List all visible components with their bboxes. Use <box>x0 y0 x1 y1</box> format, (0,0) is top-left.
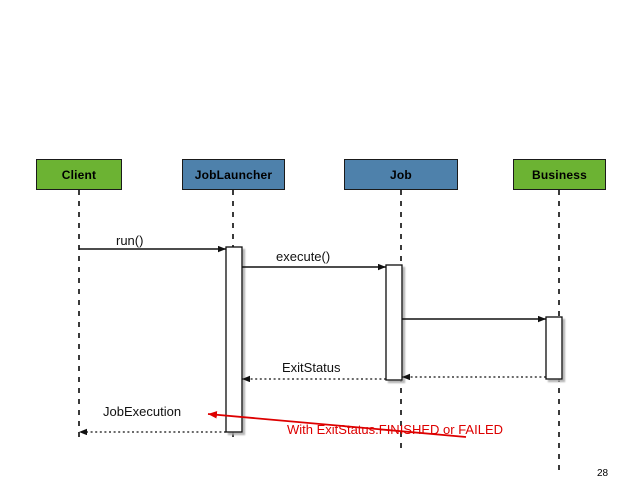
participant-box-joblauncher[interactable]: JobLauncher <box>182 159 285 190</box>
message-label-exitstatus: ExitStatus <box>282 360 341 375</box>
participant-box-client[interactable]: Client <box>36 159 122 190</box>
activation-business[interactable] <box>545 316 563 380</box>
annotation-arrow-group <box>207 411 467 438</box>
exitstatus-note-arrow <box>207 411 467 438</box>
exitstatus-note-text: With ExitStatus.FINISHED or FAILED <box>287 422 503 437</box>
participant-label-client: Client <box>61 167 97 182</box>
message-label-execute: execute() <box>276 249 331 264</box>
participant-label-business: Business <box>532 167 587 182</box>
participant-box-job[interactable]: Job <box>344 159 458 190</box>
participant-label-joblauncher: JobLauncher <box>194 167 273 182</box>
participant-box-business[interactable]: Business <box>513 159 606 190</box>
message-label-jobexecution: JobExecution <box>103 404 182 419</box>
message-arrows-group <box>79 245 546 436</box>
activation-joblauncher[interactable] <box>225 246 243 433</box>
participant-label-job: Job <box>390 167 412 182</box>
page-number: 28 <box>597 468 609 479</box>
activation-job[interactable] <box>385 264 403 381</box>
message-label-run: run() <box>116 233 144 248</box>
activation-bars-group <box>225 246 563 433</box>
